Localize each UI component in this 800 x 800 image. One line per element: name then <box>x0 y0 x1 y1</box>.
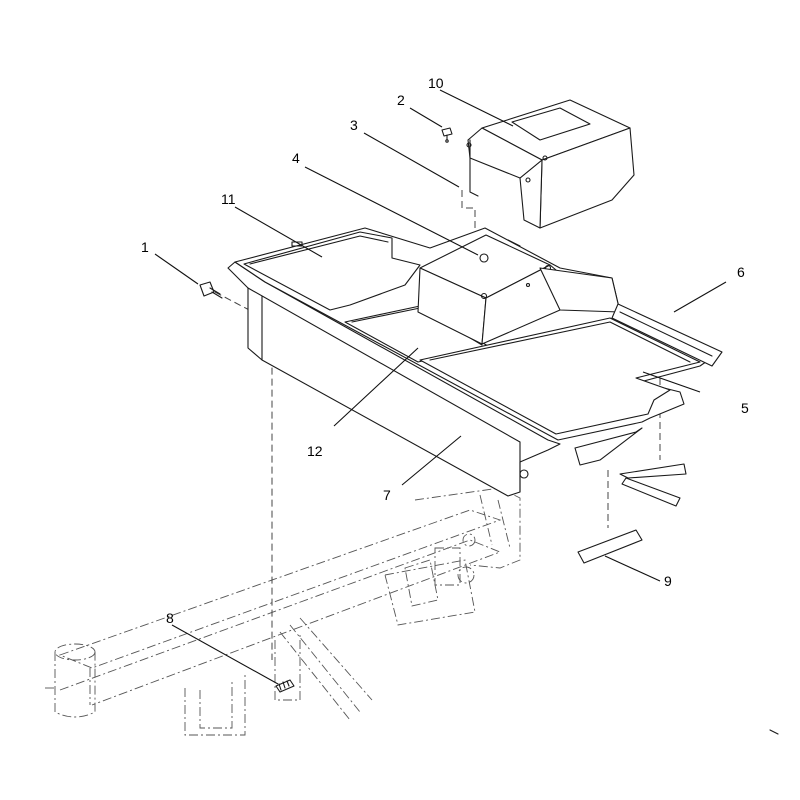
callout-3: 3 <box>350 117 358 133</box>
corner-mark <box>769 729 779 735</box>
part-10-upper-cover <box>466 99 635 229</box>
callout-6: 6 <box>737 264 745 280</box>
part-4-control-cover <box>417 234 561 345</box>
callout-11: 11 <box>221 191 236 207</box>
part-2-screw <box>441 127 453 143</box>
part-1-bolt <box>199 281 223 299</box>
part-6-edge-trim <box>611 303 723 367</box>
callout-9: 9 <box>664 573 672 589</box>
callout-numbers: 1 2 3 4 5 6 7 8 9 10 11 12 <box>141 75 749 626</box>
callout-4: 4 <box>292 150 300 166</box>
bottom-bracket <box>574 427 643 466</box>
part-9-strips <box>577 463 687 564</box>
leader-lines <box>154 89 727 685</box>
callout-12: 12 <box>307 443 323 459</box>
callout-5: 5 <box>741 400 749 416</box>
chassis-frame-phantom <box>45 487 521 736</box>
callout-2: 2 <box>397 92 405 108</box>
callout-1: 1 <box>141 239 149 255</box>
callout-10: 10 <box>428 75 444 91</box>
callout-8: 8 <box>166 610 174 626</box>
callout-7: 7 <box>383 487 391 503</box>
part-5-mat <box>419 317 701 435</box>
part-8-nut <box>275 679 295 693</box>
